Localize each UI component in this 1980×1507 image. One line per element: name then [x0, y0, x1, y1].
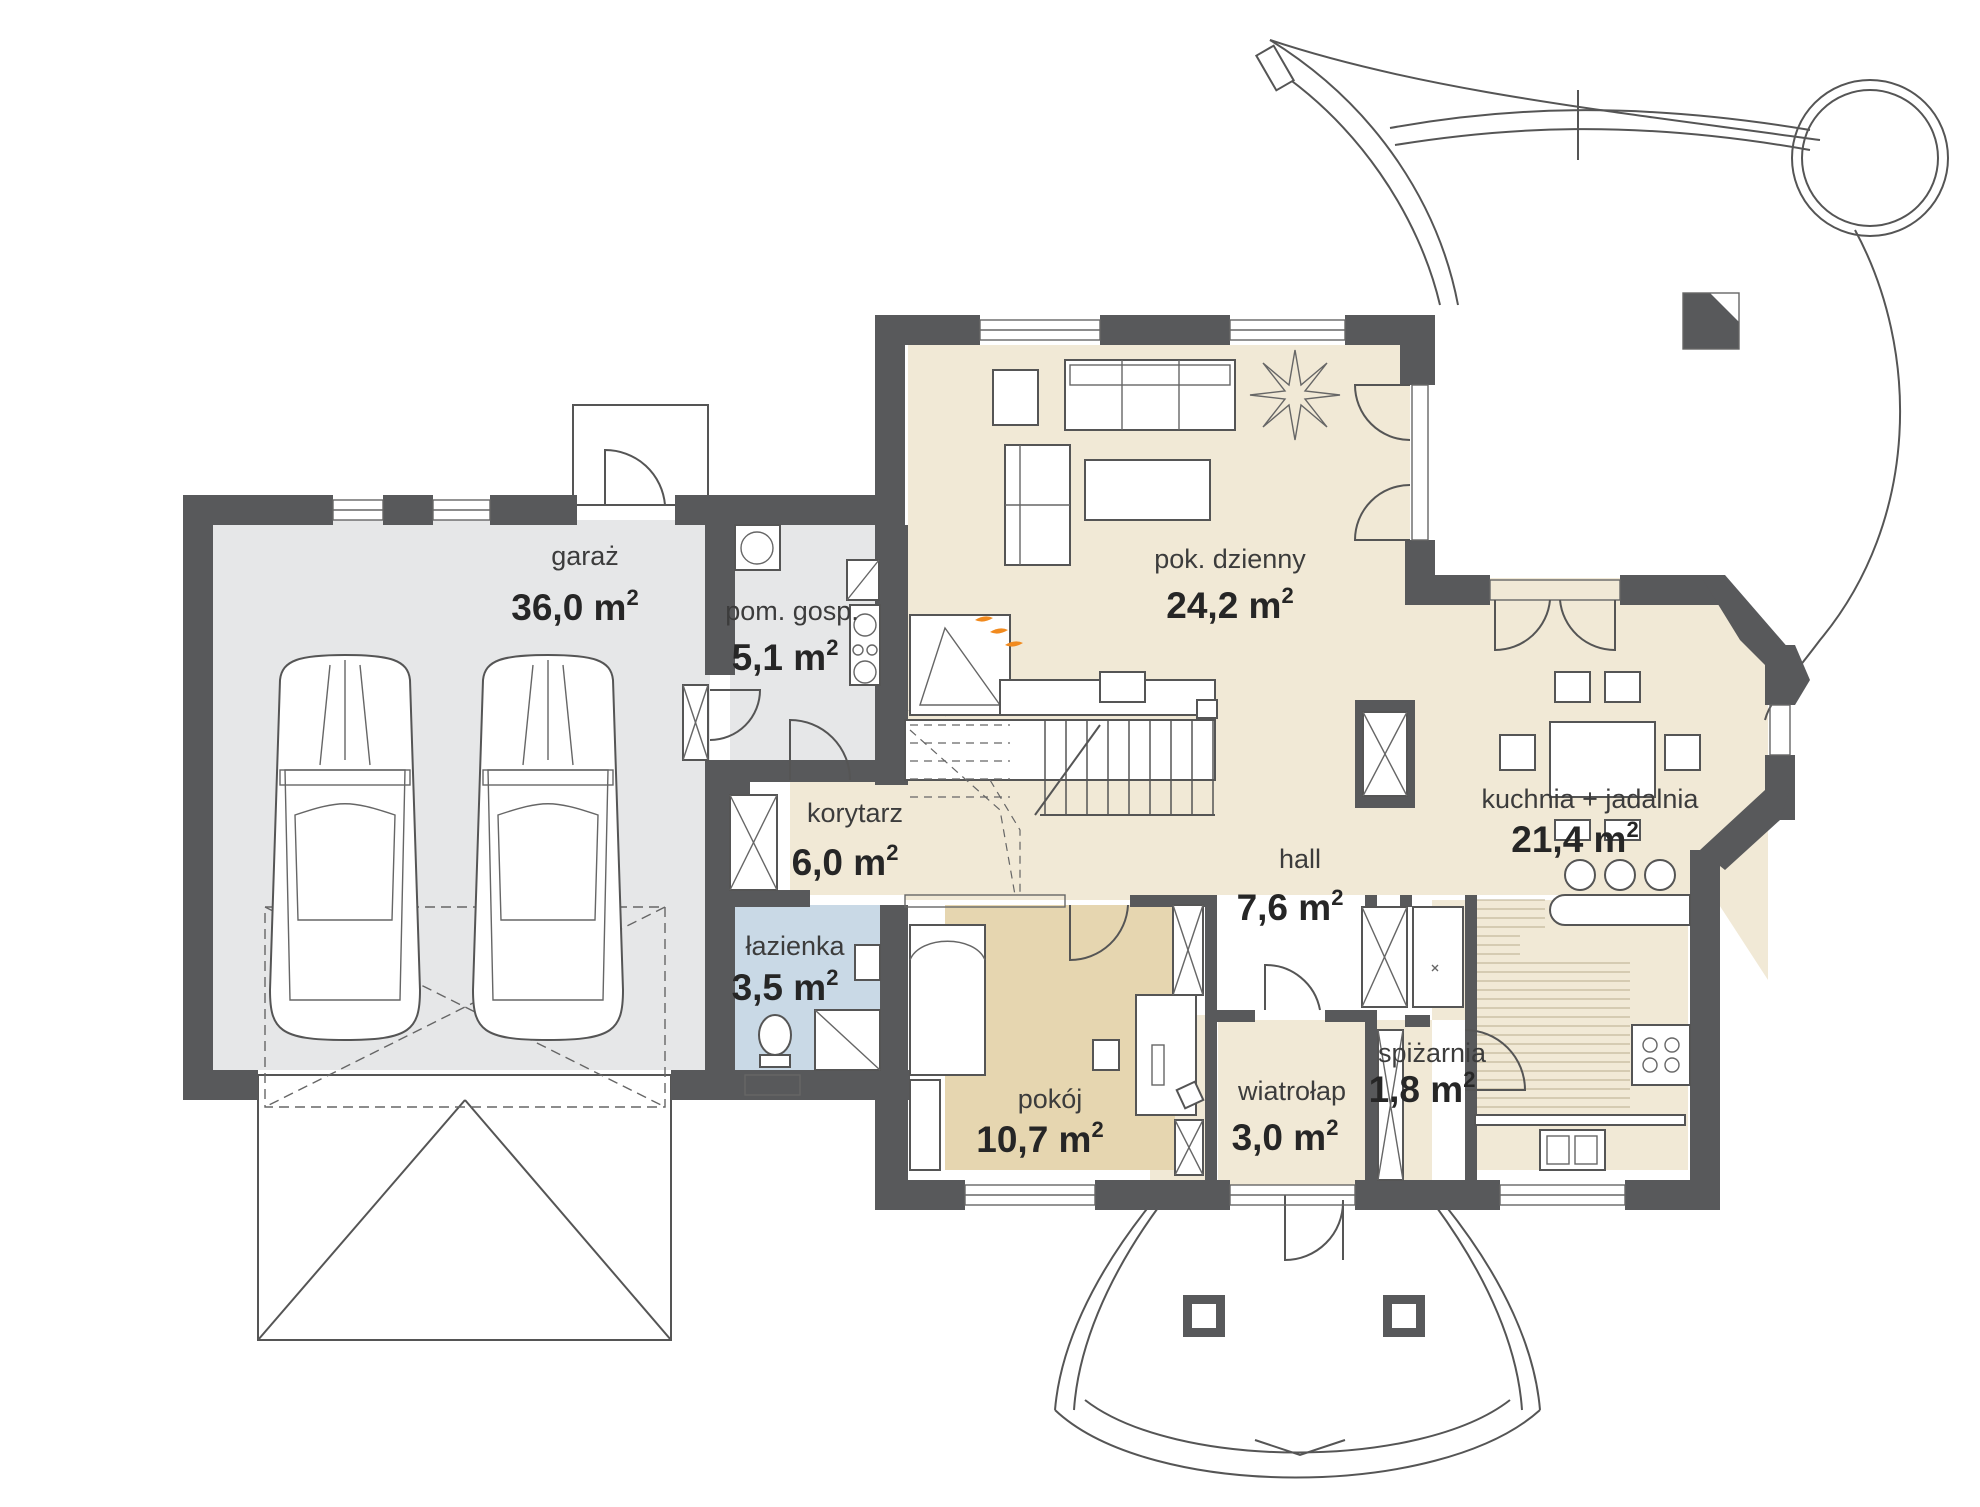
garage-side-door: [572, 404, 709, 506]
flame-stroke: [975, 616, 993, 622]
windows: [332, 319, 1791, 1206]
label-korytarz: korytarz: [807, 798, 903, 828]
kitchen-tiles: [1477, 899, 1630, 1117]
flame-stroke: [990, 628, 1008, 634]
stair-below-edge: [989, 779, 1021, 895]
garage-driveway: [257, 906, 672, 1341]
area-spizarnia: 1,8 m2: [1369, 1067, 1476, 1110]
area-pok-dzienny: 24,2 m2: [1166, 583, 1293, 626]
stair-landing: [904, 719, 1216, 781]
terrace-arcs: [1254, 39, 1949, 721]
area-pokoj: 10,7 m2: [976, 1117, 1103, 1160]
area-korytarz: 6,0 m2: [792, 840, 899, 883]
car-left: [268, 653, 422, 1042]
area-lazienka: 3,5 m2: [732, 965, 839, 1008]
label-pom-gosp: pom. gosp.: [725, 596, 859, 626]
doors: [682, 384, 1616, 1091]
label-wiatrolap: wiatrołap: [1237, 1076, 1346, 1106]
label-kuchnia: kuchnia + jadalnia: [1482, 784, 1700, 814]
label-garaz: garaż: [551, 541, 619, 571]
area-garaz: 36,0 m2: [511, 585, 638, 628]
label-spizarnia: spiżarnia: [1378, 1038, 1487, 1068]
car-right: [471, 653, 625, 1042]
area-pom-gosp: 5,1 m2: [732, 635, 839, 678]
flame-stroke: [1005, 641, 1023, 647]
label-pok-dzienny: pok. dzienny: [1154, 544, 1306, 574]
entrance-porch: [1054, 1195, 1541, 1479]
label-lazienka: łazienka: [745, 931, 845, 961]
area-hall: 7,6 m2: [1237, 885, 1344, 928]
label-hall: hall: [1279, 844, 1321, 874]
room-labels: garaż 36,0 m2 pom. gosp. 5,1 m2 pok. dzi…: [511, 541, 1699, 1160]
fireplace-flame-icon: [975, 616, 1023, 647]
area-kuchnia: 21,4 m2: [1511, 817, 1638, 860]
area-wiatrolap: 3,0 m2: [1232, 1115, 1339, 1158]
staircase: [904, 719, 1216, 896]
walls: [183, 315, 1810, 1210]
label-pokoj: pokój: [1018, 1084, 1083, 1114]
furniture: [268, 349, 1701, 1181]
stair-edge: [1034, 724, 1101, 816]
pergola-rail: [1254, 44, 1296, 92]
plant-icon: [1249, 349, 1341, 441]
